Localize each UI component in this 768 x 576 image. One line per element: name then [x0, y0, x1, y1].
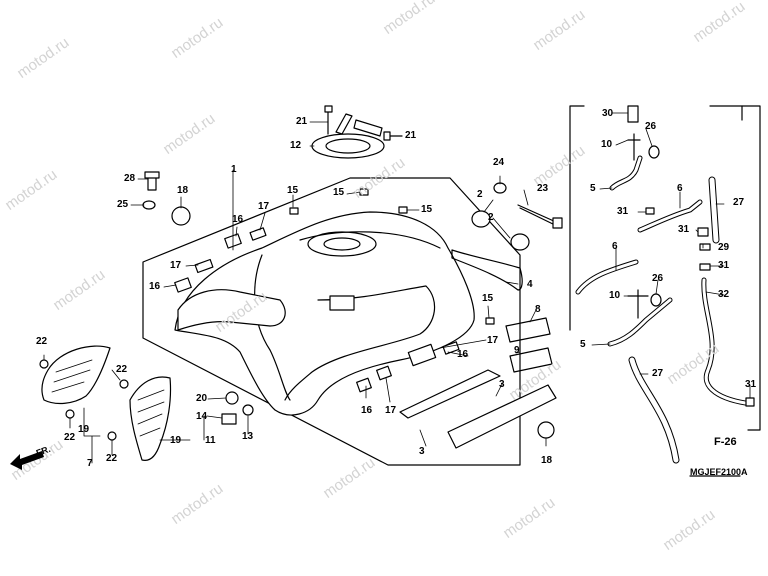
callout-5: 5	[580, 339, 586, 350]
callout-32: 32	[718, 289, 730, 300]
rubber-18	[171, 206, 191, 226]
callout-5: 5	[590, 183, 596, 194]
fuel-cap-ring	[311, 133, 385, 159]
callout-9: 9	[514, 345, 520, 356]
callout-10: 10	[609, 290, 621, 301]
valve-30	[627, 105, 639, 123]
callout-16: 16	[149, 281, 161, 292]
callout-29: 29	[718, 242, 730, 253]
rubber-strap-4	[451, 249, 523, 291]
callout-27: 27	[652, 368, 664, 379]
callout-17: 17	[258, 201, 270, 212]
fuel-tank-body	[174, 211, 475, 416]
callout-17: 17	[487, 335, 499, 346]
callout-26: 26	[645, 121, 657, 132]
callout-6: 6	[612, 241, 618, 252]
callout-14: 14	[196, 411, 208, 422]
callout-15: 15	[421, 204, 433, 215]
callout-21: 21	[296, 116, 308, 127]
callout-31: 31	[718, 260, 730, 271]
page-reference: F-26	[714, 436, 737, 448]
hose-6-lower	[575, 259, 639, 295]
callout-22: 22	[64, 432, 76, 443]
callout-17: 17	[170, 260, 182, 271]
screw-13	[242, 404, 254, 416]
callout-31: 31	[678, 224, 690, 235]
tank-front-bracket	[177, 289, 286, 331]
clip-14	[221, 413, 237, 425]
fuel-tank-side-contour	[254, 254, 291, 401]
main-bracket-outline	[142, 177, 521, 466]
fuel-cap-ring-inner	[325, 138, 371, 154]
callout-19: 19	[170, 435, 182, 446]
callout-31: 31	[745, 379, 757, 390]
bolt-23	[517, 204, 558, 227]
callout-2: 2	[477, 189, 483, 200]
tank-mount-block	[329, 295, 355, 311]
rubber-18-lower	[537, 421, 555, 439]
callout-21: 21	[405, 130, 417, 141]
diagram-code: MGJEF2100A	[690, 467, 748, 477]
callout-2: 2	[488, 212, 494, 223]
callout-17: 17	[385, 405, 397, 416]
fuel-cap-key	[335, 113, 353, 135]
callout-22: 22	[36, 336, 48, 347]
t-joint-10-lower	[627, 289, 649, 319]
callout-3: 3	[499, 379, 505, 390]
callout-15: 15	[333, 187, 345, 198]
callout-12: 12	[290, 140, 302, 151]
callout-3: 3	[419, 446, 425, 457]
washer-25	[142, 200, 156, 210]
front-arrow-icon	[10, 451, 44, 470]
washer-24	[493, 182, 507, 194]
callout-4: 4	[527, 279, 533, 290]
callout-19: 19	[78, 424, 90, 435]
callout-18: 18	[177, 185, 189, 196]
callout-6: 6	[677, 183, 683, 194]
callout-15: 15	[482, 293, 494, 304]
bushing-2a	[471, 210, 491, 228]
callout-16: 16	[361, 405, 373, 416]
callout-30: 30	[602, 108, 614, 119]
callout-18: 18	[541, 455, 553, 466]
side-cover-3a	[399, 369, 501, 419]
callout-22: 22	[106, 453, 118, 464]
fuel-cap-opening	[307, 231, 377, 257]
fuel-cap-key-2	[353, 119, 383, 137]
drain-cap-20	[225, 391, 239, 405]
fuel-cap-opening-inner	[323, 237, 361, 251]
callout-27: 27	[733, 197, 745, 208]
callout-23: 23	[537, 183, 549, 194]
callout-31: 31	[617, 206, 629, 217]
t-joint-10-upper	[627, 133, 641, 161]
bushing-2b	[510, 233, 530, 251]
callout-8: 8	[535, 304, 541, 315]
callout-13: 13	[242, 431, 254, 442]
callout-24: 24	[493, 157, 505, 168]
callout-10: 10	[601, 139, 613, 150]
strip-9	[509, 347, 553, 373]
callout-25: 25	[117, 199, 129, 210]
callout-1: 1	[231, 164, 237, 175]
callout-15: 15	[287, 185, 299, 196]
fuel-tank-knee-recess	[284, 285, 436, 401]
callout-16: 16	[457, 349, 469, 360]
callout-20: 20	[196, 393, 208, 404]
callout-16: 16	[232, 214, 244, 225]
callout-28: 28	[124, 173, 136, 184]
hose-bracket-outline	[569, 105, 761, 477]
strip-8	[505, 317, 551, 343]
callout-26: 26	[652, 273, 664, 284]
callout-22: 22	[116, 364, 128, 375]
callout-7: 7	[87, 458, 93, 469]
leader-lines	[43, 112, 751, 464]
callout-11: 11	[205, 435, 216, 446]
side-cover-3b	[447, 384, 557, 449]
